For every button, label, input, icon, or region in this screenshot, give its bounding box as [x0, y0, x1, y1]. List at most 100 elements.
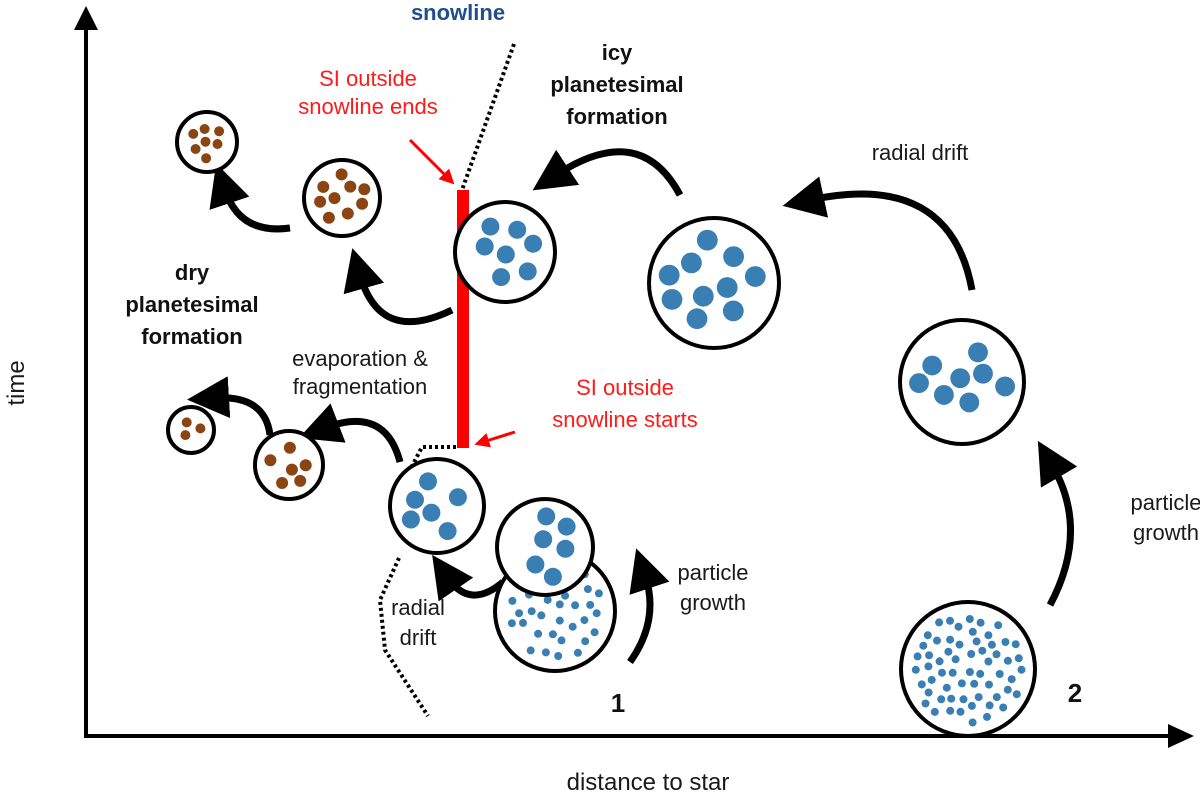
icy-planetesimal-clump-clump [453, 200, 557, 304]
icy-particle [976, 618, 985, 627]
icy-particle [526, 646, 535, 655]
icy-particle [1001, 638, 1010, 646]
dry-particle [299, 459, 312, 472]
radial-drift-label-line2: drift [400, 625, 437, 650]
icy-particle [950, 368, 971, 389]
icy-particle [422, 503, 441, 522]
y-axis-arrowhead [74, 6, 98, 30]
icy-particle [438, 522, 457, 541]
clump-outline [647, 216, 781, 350]
dry-particle [190, 144, 201, 154]
snowline-label: snowline [411, 0, 505, 25]
icy-particle [965, 615, 974, 623]
icy-particle [976, 669, 985, 678]
icy-particle [994, 621, 1003, 630]
icy-particle [972, 637, 981, 646]
dry-particle [344, 180, 357, 193]
si-ends-label-line2: snowline ends [298, 94, 437, 119]
dry-small-arrow [209, 163, 291, 233]
evaporation-label-line2: fragmentation [293, 374, 428, 399]
dry-particle [180, 430, 191, 441]
scenario-2-grown-clump [898, 318, 1026, 446]
icy-particle [686, 308, 708, 330]
process-arrows [187, 148, 1078, 665]
x-axis-label: distance to star [567, 769, 730, 796]
dry-particle [322, 211, 335, 224]
icy-particle [586, 600, 595, 609]
icy-particle [515, 609, 524, 618]
dry-particle [283, 441, 296, 454]
icy-formation-line3: formation [566, 104, 667, 129]
si-starts-label-line1: SI outside [576, 375, 674, 400]
icy-particle [930, 707, 939, 716]
icy-particle [995, 670, 1004, 678]
scenario-1-fragmented-clump [166, 405, 216, 455]
icy-particle [974, 693, 983, 702]
icy-particle [661, 289, 683, 310]
icy-particle [987, 640, 996, 649]
icy-particle [946, 616, 954, 625]
icy-particle [968, 342, 988, 363]
icy-particle [537, 611, 546, 620]
radial-drift-label-line1: radial [391, 595, 445, 620]
icy-particle [913, 652, 922, 661]
icy-particle [978, 646, 987, 655]
axes: distance to star time [3, 6, 1194, 796]
icy-particle [508, 596, 517, 605]
icy-particle [543, 567, 562, 586]
icy-particle [744, 266, 766, 287]
icy-particle [938, 668, 946, 677]
dry-particle [188, 128, 199, 139]
dry-particle [317, 180, 330, 193]
dry-particle [314, 195, 327, 208]
icy-particle [924, 688, 933, 697]
evaporation-label-line1: evaporation & [292, 346, 428, 371]
icy-particle [561, 591, 570, 600]
icy-particle [696, 229, 718, 251]
dry-particle [214, 126, 225, 137]
icy-particle [935, 618, 944, 627]
growth-1-label-line1: particle [678, 560, 749, 585]
y-axis-label: time [3, 360, 30, 405]
icy-particle [1014, 654, 1023, 663]
icy-particle [925, 651, 934, 660]
dry-formation-arrow [343, 248, 454, 326]
icy-particle [1003, 656, 1012, 665]
dry-particle [181, 417, 192, 428]
dry-planetesimal-clump-clump [302, 158, 382, 238]
icy-particle [524, 234, 543, 253]
icy-particle [519, 618, 527, 627]
icy-particle [942, 683, 951, 692]
icy-particle [992, 693, 1001, 702]
icy-particle [571, 601, 580, 610]
icy-particle [935, 657, 944, 666]
icy-particle [590, 628, 599, 637]
icy-particle [1012, 690, 1021, 699]
icy-particle [1003, 685, 1012, 694]
icy-particle [507, 619, 516, 628]
icy-particle [583, 585, 592, 594]
icy-particle [956, 707, 965, 716]
scenario-2-number: 2 [1068, 678, 1082, 708]
icy-particle [555, 600, 564, 609]
icy-particle [527, 607, 536, 616]
icy-particle [954, 622, 963, 631]
growth-1-arrow [627, 548, 670, 665]
icy-particle [984, 631, 993, 640]
icy-particle [406, 490, 424, 509]
dry-particle [201, 153, 212, 164]
icy-particle [933, 384, 954, 405]
icy-particle [554, 652, 563, 660]
scenario-1-evaporated-clump [253, 429, 325, 501]
icy-particle [557, 636, 566, 645]
icy-particle [923, 631, 932, 640]
icy-particle [944, 647, 953, 656]
radial-drift-1-arrow [432, 554, 506, 602]
growth-1-label-line2: growth [680, 590, 746, 615]
icy-particle [992, 650, 1001, 659]
icy-particle [543, 595, 552, 604]
icy-particle [985, 701, 994, 710]
icy-particle [496, 245, 515, 264]
icy-particle [957, 679, 966, 688]
